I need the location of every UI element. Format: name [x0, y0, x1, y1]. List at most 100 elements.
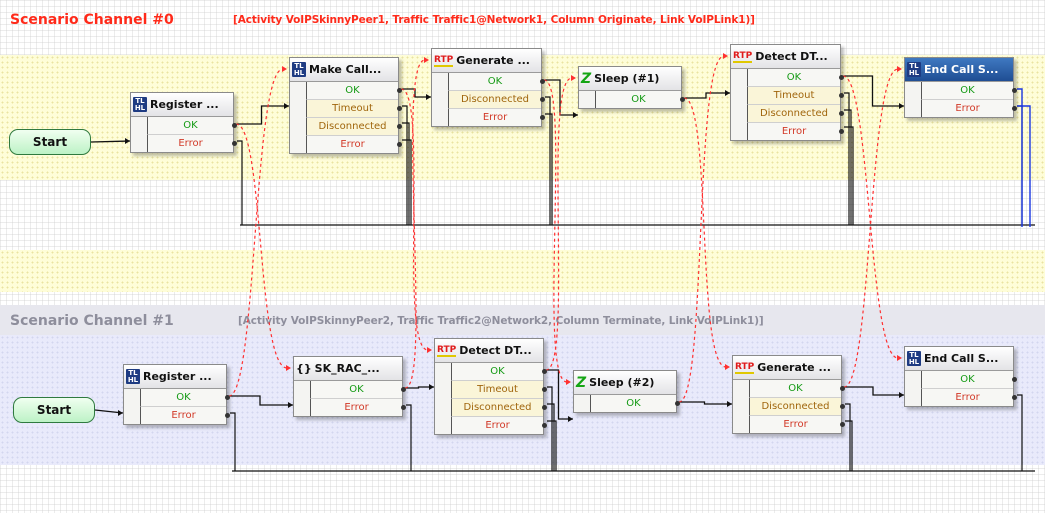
output-port[interactable] — [540, 97, 545, 102]
output-label: OK — [631, 94, 646, 105]
output-port[interactable] — [675, 401, 680, 406]
output-error[interactable]: Error — [921, 389, 1017, 406]
output-port[interactable] — [397, 142, 402, 147]
output-error[interactable]: Error — [310, 399, 406, 416]
output-error[interactable]: Error — [747, 123, 844, 140]
output-port[interactable] — [397, 106, 402, 111]
output-ok[interactable]: OK — [747, 69, 844, 87]
output-port[interactable] — [839, 111, 844, 116]
output-timeout[interactable]: Timeout — [306, 100, 402, 118]
output-error[interactable]: Error — [451, 417, 547, 434]
output-error[interactable]: Error — [448, 109, 545, 126]
output-port[interactable] — [542, 423, 547, 428]
output-port[interactable] — [839, 129, 844, 134]
output-disconnected[interactable]: Disconnected — [749, 398, 845, 416]
output-disconnected[interactable]: Disconnected — [448, 91, 545, 109]
node-title: Generate ... — [757, 361, 831, 374]
output-port[interactable] — [840, 422, 845, 427]
output-ok[interactable]: OK — [451, 363, 547, 381]
output-port[interactable] — [540, 115, 545, 120]
output-error[interactable]: Error — [306, 136, 402, 153]
output-port[interactable] — [680, 97, 685, 102]
output-port[interactable] — [542, 405, 547, 410]
output-port[interactable] — [1012, 395, 1017, 400]
output-ok[interactable]: OK — [448, 73, 545, 91]
output-port[interactable] — [839, 93, 844, 98]
output-timeout[interactable]: Timeout — [747, 87, 844, 105]
output-timeout[interactable]: Timeout — [451, 381, 547, 399]
output-label: OK — [176, 392, 191, 403]
output-error[interactable]: Error — [147, 135, 237, 152]
output-label: Timeout — [773, 90, 815, 101]
output-ok[interactable]: OK — [147, 117, 237, 135]
channel1-title: Scenario Channel #1 — [10, 313, 174, 329]
output-ok[interactable]: OK — [749, 380, 845, 398]
start-node-channel1[interactable]: Start — [13, 397, 95, 423]
output-error[interactable]: Error — [921, 100, 1017, 117]
output-port[interactable] — [1012, 88, 1017, 93]
node-title: Detect DT... — [755, 50, 828, 63]
output-port[interactable] — [1012, 106, 1017, 111]
output-port[interactable] — [232, 141, 237, 146]
output-port[interactable] — [232, 123, 237, 128]
output-port[interactable] — [540, 79, 545, 84]
output-ok[interactable]: OK — [590, 395, 680, 412]
output-error[interactable]: Error — [140, 407, 230, 424]
output-port[interactable] — [225, 413, 230, 418]
output-port[interactable] — [397, 88, 402, 93]
output-label: Error — [340, 139, 365, 150]
output-port[interactable] — [225, 395, 230, 400]
output-ok[interactable]: OK — [310, 381, 406, 399]
output-ok[interactable]: OK — [140, 389, 230, 407]
output-disconnected[interactable]: Disconnected — [451, 399, 547, 417]
output-label: Error — [781, 126, 807, 137]
output-ok[interactable]: OK — [921, 371, 1017, 389]
output-port[interactable] — [542, 387, 547, 392]
output-port[interactable] — [840, 404, 845, 409]
output-ok[interactable]: OK — [921, 82, 1017, 100]
output-label: OK — [487, 76, 503, 87]
output-port[interactable] — [839, 75, 844, 80]
output-label: Timeout — [332, 103, 373, 114]
output-ok[interactable]: OK — [306, 82, 402, 100]
output-port[interactable] — [1012, 377, 1017, 382]
output-port[interactable] — [401, 387, 406, 392]
output-disconnected[interactable]: Disconnected — [306, 118, 402, 136]
output-error[interactable]: Error — [749, 416, 845, 433]
output-port[interactable] — [401, 405, 406, 410]
output-port[interactable] — [840, 386, 845, 391]
output-label: OK — [960, 374, 975, 385]
output-disconnected[interactable]: Disconnected — [747, 105, 844, 123]
output-ok[interactable]: OK — [595, 91, 685, 108]
node-header[interactable]: {}SK_RAC_... — [294, 357, 402, 381]
start-node-channel0[interactable]: Start — [9, 129, 91, 155]
output-port[interactable] — [542, 369, 547, 374]
output-port[interactable] — [397, 124, 402, 129]
